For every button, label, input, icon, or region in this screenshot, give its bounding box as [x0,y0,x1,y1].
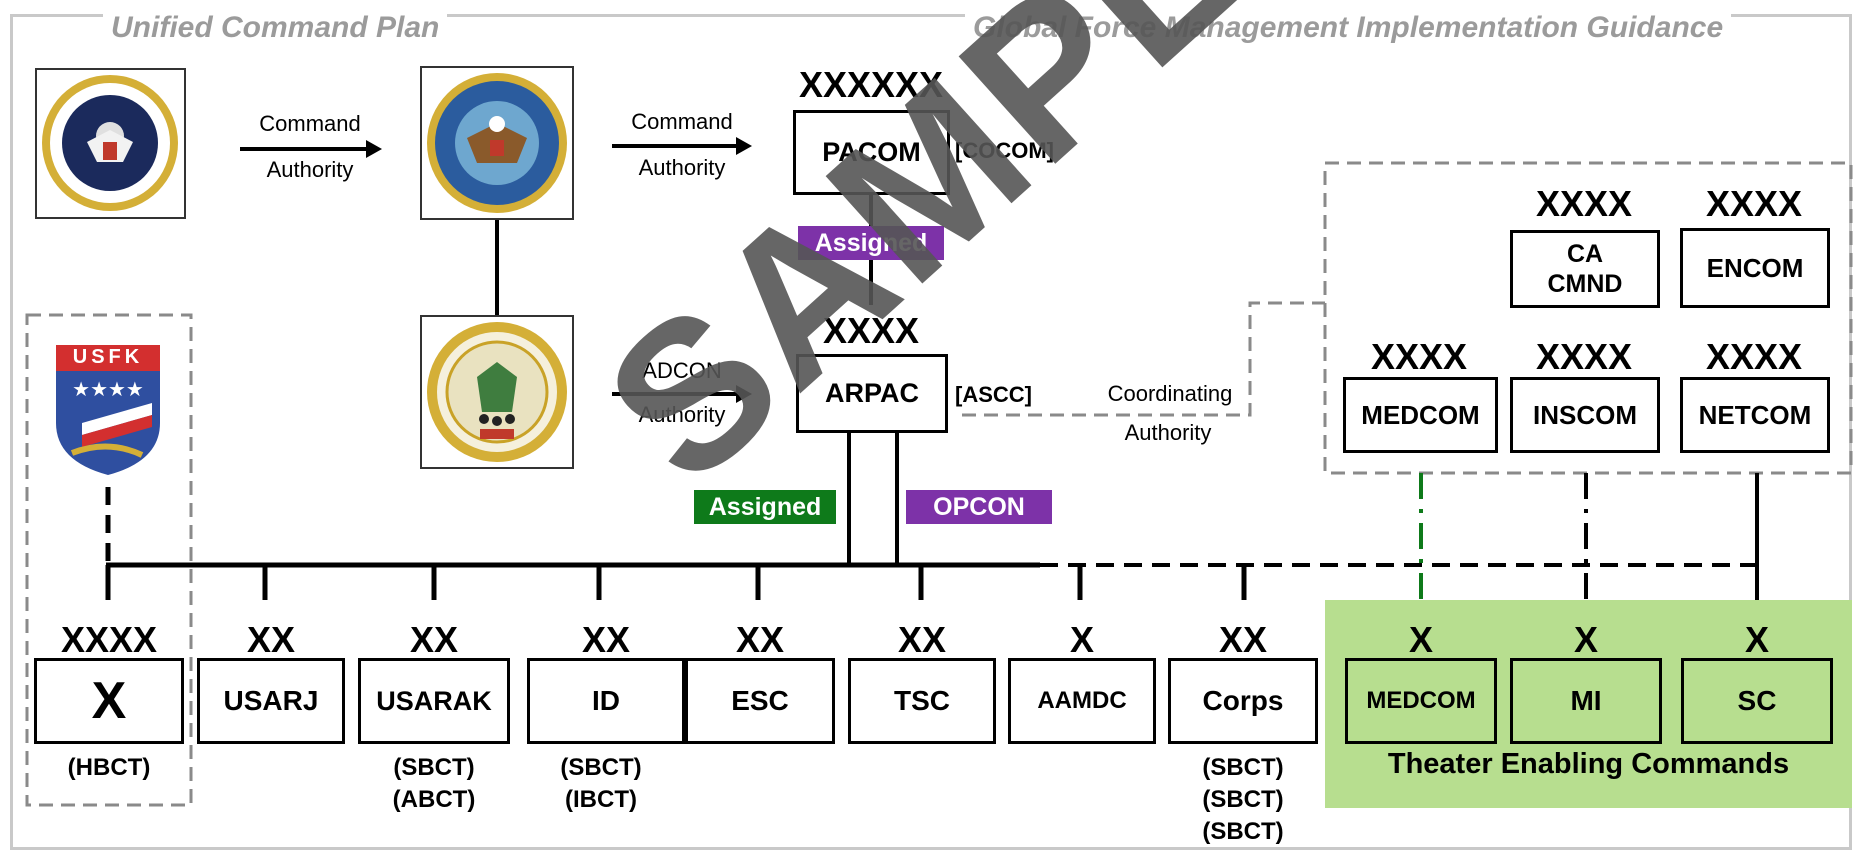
ca-cmnd-echelon: XXXX [1535,183,1633,224]
unit-usarj-echelon: XX [246,619,296,660]
unit-corps-sub-1: (SBCT) [1202,754,1284,781]
label-potus-dod-line1: Command [259,111,361,136]
usfk-shield-icon: USFK ★★★★ [52,343,164,478]
medcom-top-box: MEDCOM [1343,377,1498,453]
unit-x-hbct-box: X [34,658,184,744]
medcom-top-echelon: XXXX [1370,336,1468,377]
header-unified-command-plan: Unified Command Plan [103,11,448,45]
unit-medcom-echelon: X [1408,619,1433,660]
usfk-shield-stars: ★★★★ [72,379,144,401]
unit-tsc-box: TSC [848,658,996,744]
pacom-note: [COCOM] [955,138,1054,163]
usfk-dashed-box [25,313,193,807]
opcon-tag: OPCON [906,490,1052,524]
inscom-echelon: XXXX [1535,336,1633,377]
unit-corps-box: Corps [1168,658,1318,744]
unit-usarak-echelon: XX [409,619,459,660]
coordinating-authority-line [962,301,1325,417]
department-of-defense-seal-icon [420,66,574,220]
unit-id-echelon: XX [581,619,631,660]
label-dod-pacom-line1: Command [631,109,733,134]
unit-id-sub-1: (SBCT) [560,754,642,781]
unit-id-box: ID [527,658,685,744]
unit-aamdc-echelon: X [1069,619,1094,660]
unit-mi-box: MI [1510,658,1662,744]
arpac-echelon: XXXX [822,310,920,351]
netcom-box: NETCOM [1680,377,1830,453]
unit-corps-sub-3: (SBCT) [1202,818,1284,845]
usfk-shield-text: USFK [72,346,144,368]
ca-cmnd-line1: CA [1566,240,1604,268]
unit-medcom-box: MEDCOM [1345,658,1497,744]
unit-sc-echelon: X [1744,619,1769,660]
header-gfmig: Global Force Management Implementation G… [965,11,1732,45]
unit-esc-echelon: XX [735,619,785,660]
seal-of-the-president-icon [35,68,186,219]
label-army-arpac-line2: Authority [638,402,726,427]
label-dod-pacom-line2: Authority [638,155,726,180]
unit-usarak-sub-2: (ABCT) [392,786,476,813]
inscom-box: INSCOM [1510,377,1660,453]
label-potus-dod-line2: Authority [266,157,354,182]
encom-box: ENCOM [1680,228,1830,308]
theater-enabling-commands-label: Theater Enabling Commands [1387,748,1790,780]
unit-x-hbct-echelon: XXXX [60,619,158,660]
netcom-echelon: XXXX [1705,336,1803,377]
ca-cmnd-box: CA CMND [1510,230,1660,308]
department-of-the-army-seal-icon [420,315,574,469]
encom-echelon: XXXX [1705,183,1803,224]
unit-sc-box: SC [1681,658,1833,744]
arpac-box: ARPAC [796,354,948,433]
label-coordinating-line1: Coordinating [1107,381,1233,406]
assigned-tag-top: Assigned [798,226,944,260]
unit-usarak-sub-1: (SBCT) [393,754,475,781]
arpac-note: [ASCC] [955,382,1032,407]
unit-esc-box: ESC [685,658,835,744]
unit-usarj-box: USARJ [197,658,345,744]
assigned-tag-bottom: Assigned [694,490,836,524]
unit-id-sub-2: (IBCT) [565,786,637,813]
page-frame: Unified Command Plan Global Force Manage… [10,11,1852,850]
unit-tsc-echelon: XX [897,619,947,660]
label-coordinating-line2: Authority [1124,420,1212,445]
label-army-arpac-line1: ADCON [642,358,722,383]
unit-corps-echelon: XX [1218,619,1268,660]
pacom-echelon: XXXXXX [798,64,944,105]
unit-x-hbct-sub-1: (HBCT) [67,754,151,781]
unit-corps-sub-2: (SBCT) [1202,786,1284,813]
ca-cmnd-line2: CMND [1547,270,1623,298]
pacom-box: PACOM [793,110,950,195]
unit-mi-echelon: X [1573,619,1598,660]
unit-usarak-box: USARAK [358,658,510,744]
unit-aamdc-box: AAMDC [1008,658,1156,744]
